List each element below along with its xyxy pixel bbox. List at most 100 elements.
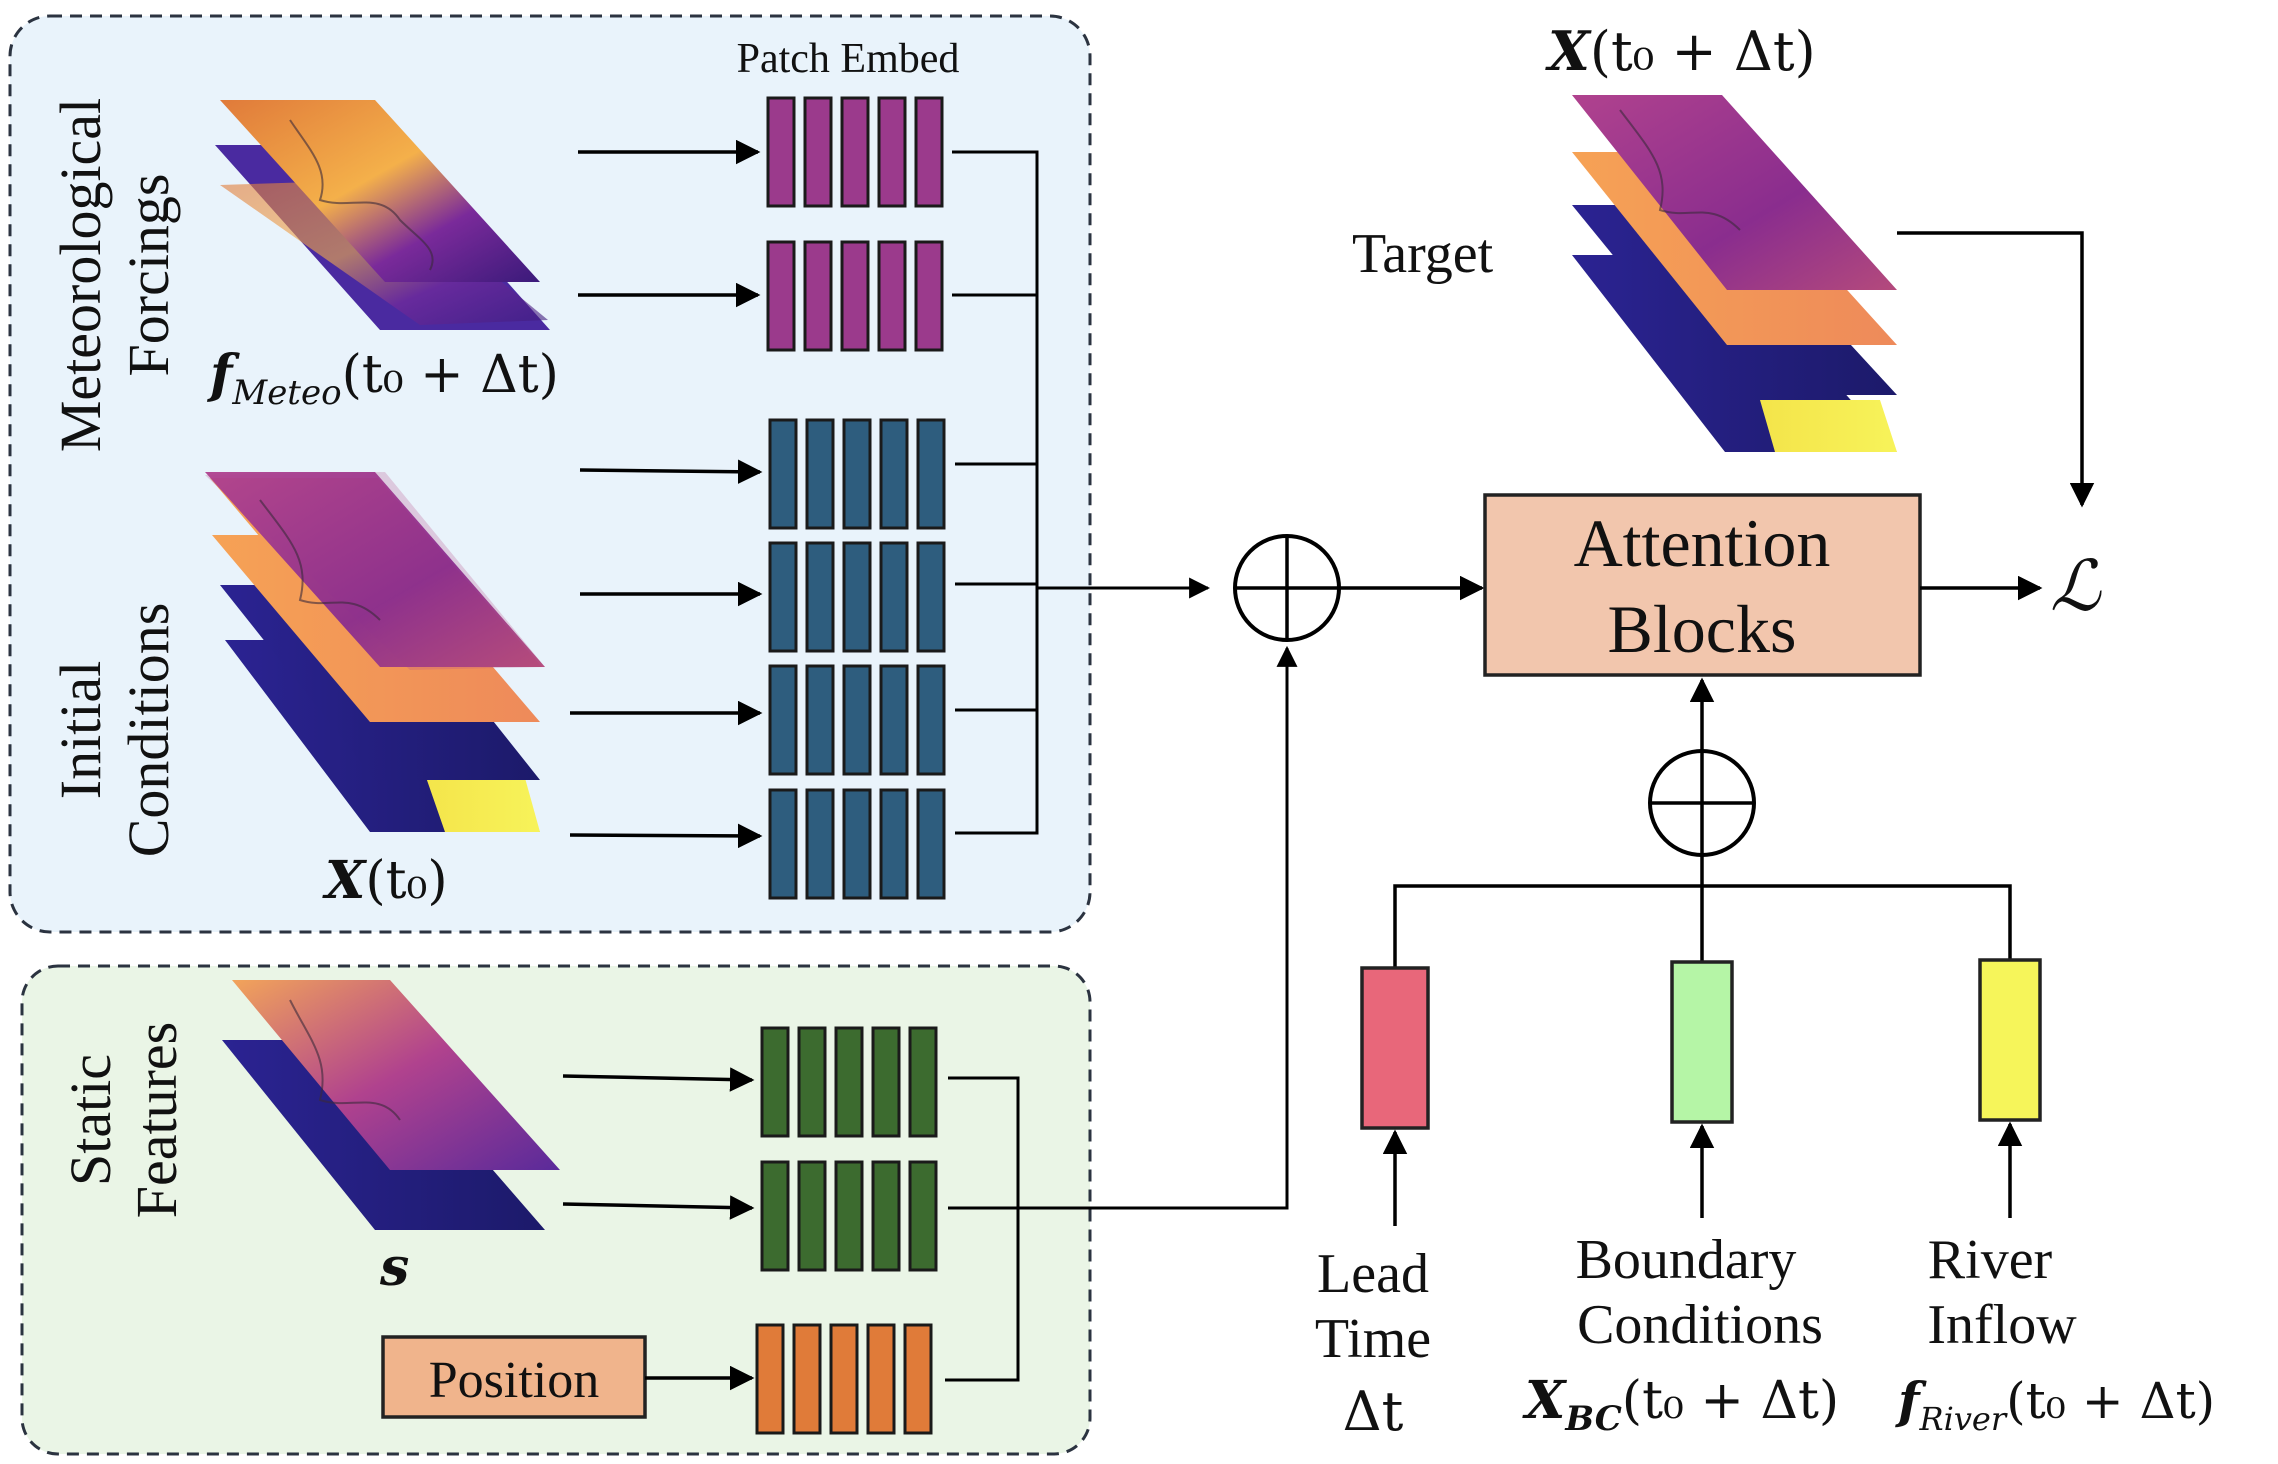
position-token-group (755, 1323, 933, 1435)
embedding-token (916, 788, 946, 900)
river-inflow-label-line1: River (1928, 1229, 2053, 1291)
embedding-token (768, 788, 798, 900)
static-features-label-line1: Static (58, 1054, 123, 1186)
embedding-token (842, 541, 872, 653)
embedding-token (877, 240, 907, 352)
embedding-token (803, 96, 833, 208)
dynamic-collector-lines (952, 150, 1211, 835)
embedding-token (871, 1026, 901, 1138)
embedding-token (834, 1160, 864, 1272)
initial-token-group-1 (768, 418, 946, 530)
patch-embed-title: Patch Embed (737, 36, 960, 82)
embedding-token (768, 541, 798, 653)
conditioning-bus-lines (1393, 855, 2012, 968)
initial-conditions-math-label: X(t₀) (322, 850, 448, 911)
embedding-token (842, 788, 872, 900)
initial-token-group-2 (768, 541, 946, 653)
initial-token-group-4 (768, 788, 946, 900)
river-inflow-math-label: fRiver(t₀ + Δt) (1895, 1371, 2215, 1438)
embedding-token (766, 96, 796, 208)
position-box (381, 1335, 647, 1419)
embedding-token (768, 664, 798, 776)
meteo-forcing-math-label: fMeteo(t₀ + Δt) (206, 344, 559, 413)
lead-time-math-label: Δt (1343, 1380, 1404, 1443)
input-arrow (562, 1067, 755, 1092)
embedding-token (914, 96, 944, 208)
embedding-token (914, 240, 944, 352)
initial-conditions-map-stack (205, 472, 545, 832)
embedding-token (760, 1160, 790, 1272)
lead-time-label-line1: Lead (1317, 1243, 1429, 1305)
river-inflow-label-line2: Inflow (1927, 1294, 2077, 1356)
initial-token-group-3 (768, 664, 946, 776)
embedding-token (877, 96, 907, 208)
attention-blocks-label-line2: Blocks (1608, 591, 1797, 667)
embedding-token (805, 788, 835, 900)
target-math-label: X(t₀ + Δt) (1545, 19, 1816, 83)
embedding-token (805, 664, 835, 776)
meteo-token-group-1 (766, 96, 944, 208)
static-features-label-line2: Features (124, 1022, 189, 1219)
embedding-token (842, 418, 872, 530)
embedding-token (797, 1026, 827, 1138)
embedding-token (755, 1323, 785, 1435)
embedding-token (840, 240, 870, 352)
embedding-token (834, 1026, 864, 1138)
position-label: Position (429, 1352, 600, 1409)
attention-blocks-box (1483, 493, 1922, 677)
attention-blocks-label-line1: Attention (1574, 505, 1831, 581)
static-token-group-2 (760, 1160, 938, 1272)
static-collector-lines (945, 645, 1298, 1382)
embedding-token (840, 96, 870, 208)
loss-symbol: ℒ (2050, 545, 2102, 627)
embedding-token (866, 1323, 896, 1435)
meteo-token-group-2 (766, 240, 944, 352)
boundary-conditions-label-line2: Conditions (1577, 1294, 1823, 1356)
boundary-conditions-math-label: XBC(t₀ + Δt) (1522, 1370, 1839, 1439)
embedding-token (871, 1160, 901, 1272)
input-arrow (569, 823, 763, 849)
target-map-stack (1572, 95, 1897, 452)
embedding-token (879, 541, 909, 653)
embedding-token (916, 418, 946, 530)
static-token-group-1 (760, 1026, 938, 1138)
target-to-loss-arrow (1897, 231, 2095, 508)
embedding-token (916, 664, 946, 776)
target-label: Target (1352, 223, 1494, 285)
input-arrow (579, 459, 763, 485)
embedding-token (803, 240, 833, 352)
embedding-token (829, 1323, 859, 1435)
embedding-token (908, 1026, 938, 1138)
embedding-token (879, 788, 909, 900)
embedding-token (879, 418, 909, 530)
input-arrow (562, 1195, 755, 1220)
lead-time-label-line2: Time (1315, 1308, 1431, 1370)
embedding-token (768, 418, 798, 530)
embedding-token (805, 541, 835, 653)
meteorological-forcings-label-line1: Meteorological (48, 98, 113, 452)
embedding-token (908, 1160, 938, 1272)
circled-plus-icon (1648, 749, 1756, 857)
embedding-token (842, 664, 872, 776)
lead-time-token (1360, 966, 1430, 1130)
initial-conditions-label-line1: Initial (48, 661, 113, 800)
embedding-token (903, 1323, 933, 1435)
conditioning-input-arrows (1382, 1121, 2023, 1226)
static-features-math-label: s (379, 1237, 409, 1298)
meteo-forcing-map-stack (215, 100, 550, 330)
boundary-conditions-label-line1: Boundary (1576, 1229, 1797, 1291)
initial-conditions-label-line2: Conditions (116, 603, 181, 858)
static-features-map-stack (222, 980, 560, 1230)
embedding-token (805, 418, 835, 530)
embedding-token (760, 1026, 790, 1138)
embedding-token (797, 1160, 827, 1272)
meteorological-forcings-label-line2: Forcings (116, 174, 181, 377)
boundary-conditions-token (1670, 960, 1734, 1124)
embedding-token (916, 541, 946, 653)
circled-plus-icon (1233, 534, 1341, 642)
embedding-token (766, 240, 796, 352)
embedding-token (879, 664, 909, 776)
embedding-token (792, 1323, 822, 1435)
river-inflow-token (1978, 958, 2042, 1122)
